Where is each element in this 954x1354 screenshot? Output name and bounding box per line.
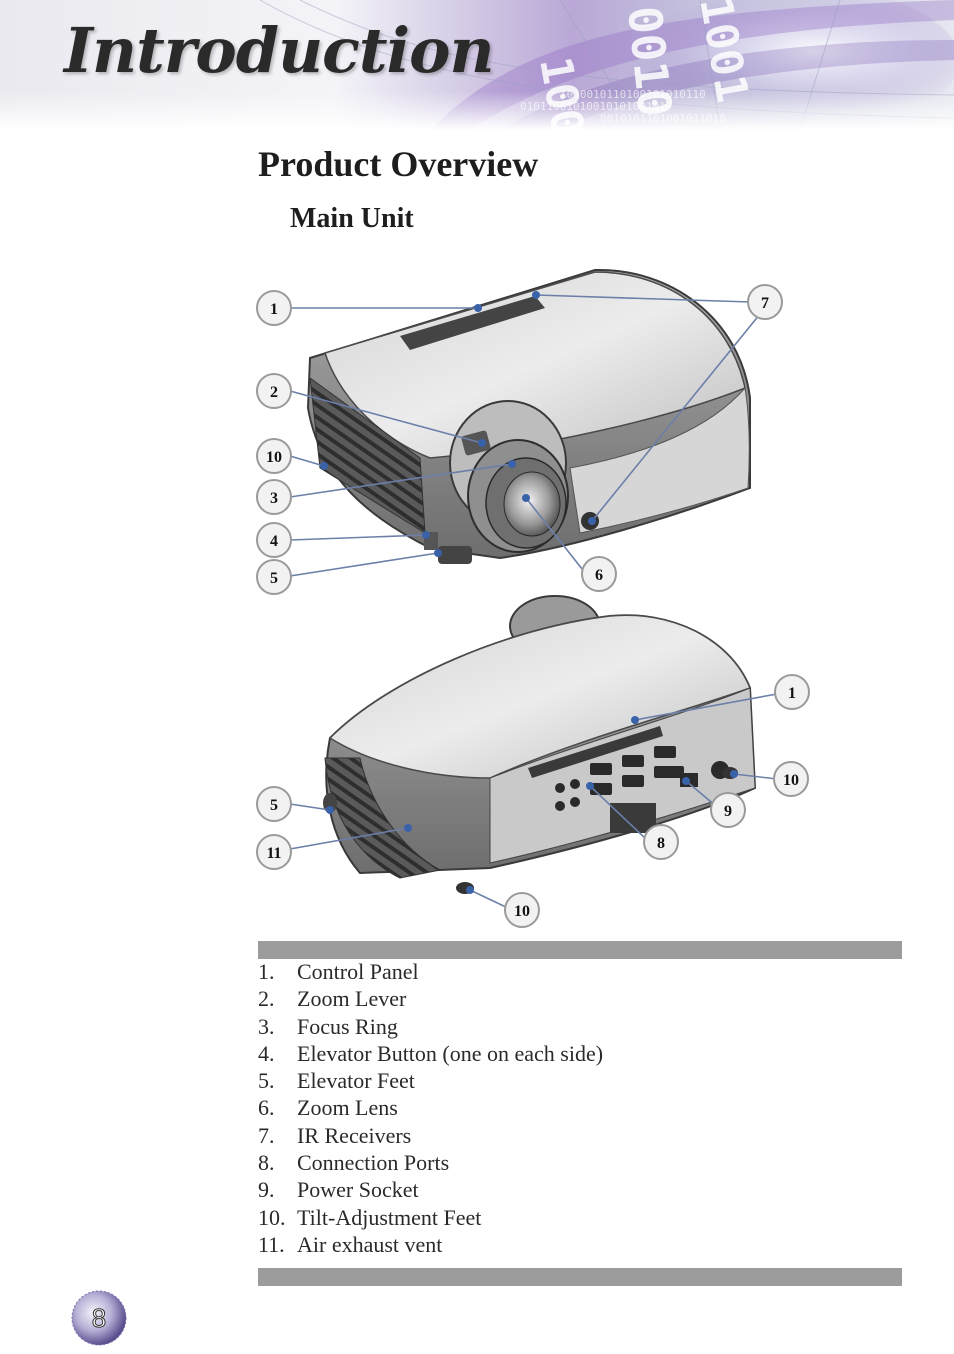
legend-label: Connection Ports [297, 1150, 450, 1176]
legend-top-bar [258, 941, 902, 959]
callout-bottom-5: 5 [256, 786, 292, 822]
legend-label: Power Socket [297, 1177, 419, 1203]
list-item: 8.Connection Ports [258, 1150, 450, 1176]
callout-bottom-10-lower: 10 [504, 892, 540, 928]
callout-bottom-8: 8 [643, 824, 679, 860]
banner-artwork: 1001 0010 1001 0101100101001010100101 10… [0, 0, 954, 130]
legend-bottom-bar [258, 1268, 902, 1286]
list-item: 4.Elevator Button (one on each side) [258, 1040, 604, 1066]
callout-top-6: 6 [581, 556, 617, 592]
projector-diagram: 1 2 10 3 4 5 6 7 [256, 268, 810, 928]
callout-bottom-9: 9 [710, 792, 746, 828]
section-title: Product Overview [258, 144, 539, 184]
list-item: 2.Zoom Lever [258, 986, 407, 1012]
list-item: 9.Power Socket [258, 1177, 419, 1203]
legend-label: Zoom Lens [297, 1095, 398, 1121]
parts-legend: 1.Control Panel 2.Zoom Lever 3.Focus Rin… [258, 958, 603, 1258]
legend-label: Elevator Button (one on each side) [297, 1040, 604, 1066]
svg-text:2: 2 [270, 384, 278, 401]
projector-rear-view [323, 595, 757, 894]
svg-text:1: 1 [270, 301, 278, 318]
legend-label: Elevator Feet [297, 1068, 415, 1094]
callout-bottom-1: 1 [774, 674, 810, 710]
legend-label: Tilt-Adjustment Feet [297, 1204, 482, 1230]
list-item: 3.Focus Ring [258, 1013, 398, 1039]
list-item: 7.IR Receivers [258, 1122, 412, 1148]
callout-top-7: 7 [747, 284, 783, 320]
svg-text:10: 10 [514, 903, 530, 920]
svg-text:1: 1 [788, 685, 796, 702]
callout-top-2: 2 [256, 373, 292, 409]
callout-dots [320, 291, 738, 894]
projector-front-view [306, 268, 751, 564]
svg-text:3: 3 [270, 490, 278, 507]
svg-text:4: 4 [270, 533, 278, 550]
svg-text:10: 10 [783, 772, 799, 789]
list-item: 11.Air exhaust vent [258, 1231, 443, 1257]
svg-text:8: 8 [657, 835, 665, 852]
svg-text:10: 10 [266, 449, 282, 466]
svg-text:9: 9 [724, 803, 732, 820]
legend-label: Control Panel [297, 959, 419, 984]
svg-text:7: 7 [761, 295, 769, 312]
legend-label: Air exhaust vent [297, 1231, 443, 1257]
list-item: 5.Elevator Feet [258, 1068, 415, 1094]
callout-top-3: 3 [256, 479, 292, 515]
svg-text:11: 11 [266, 845, 281, 862]
sub-title: Main Unit [290, 203, 414, 234]
disc-icon [72, 1291, 126, 1345]
page-number: 8 [92, 1303, 106, 1333]
list-item: 6.Zoom Lens [258, 1095, 398, 1121]
svg-text:5: 5 [270, 797, 278, 814]
list-item: 1.Control Panel [258, 959, 419, 984]
svg-text:6: 6 [595, 567, 603, 584]
chapter-title: Introduction [64, 14, 495, 87]
callout-top-1: 1 [256, 290, 292, 326]
callout-bottom-11: 11 [256, 834, 292, 870]
callout-top-4: 4 [256, 522, 292, 558]
legend-label: Zoom Lever [297, 986, 407, 1012]
callout-top-10: 10 [256, 438, 292, 474]
callout-lines [289, 294, 778, 910]
header-banner: 1001 0010 1001 0101100101001010100101 10… [0, 0, 954, 130]
callout-bottom-10-right: 10 [773, 761, 809, 797]
list-item: 10.Tilt-Adjustment Feet [258, 1204, 482, 1230]
page-number-badge: 8 [71, 1290, 127, 1346]
legend-label: Focus Ring [297, 1013, 398, 1039]
legend-label: IR Receivers [297, 1122, 412, 1148]
svg-text:5: 5 [270, 570, 278, 587]
callout-top-5: 5 [256, 559, 292, 595]
